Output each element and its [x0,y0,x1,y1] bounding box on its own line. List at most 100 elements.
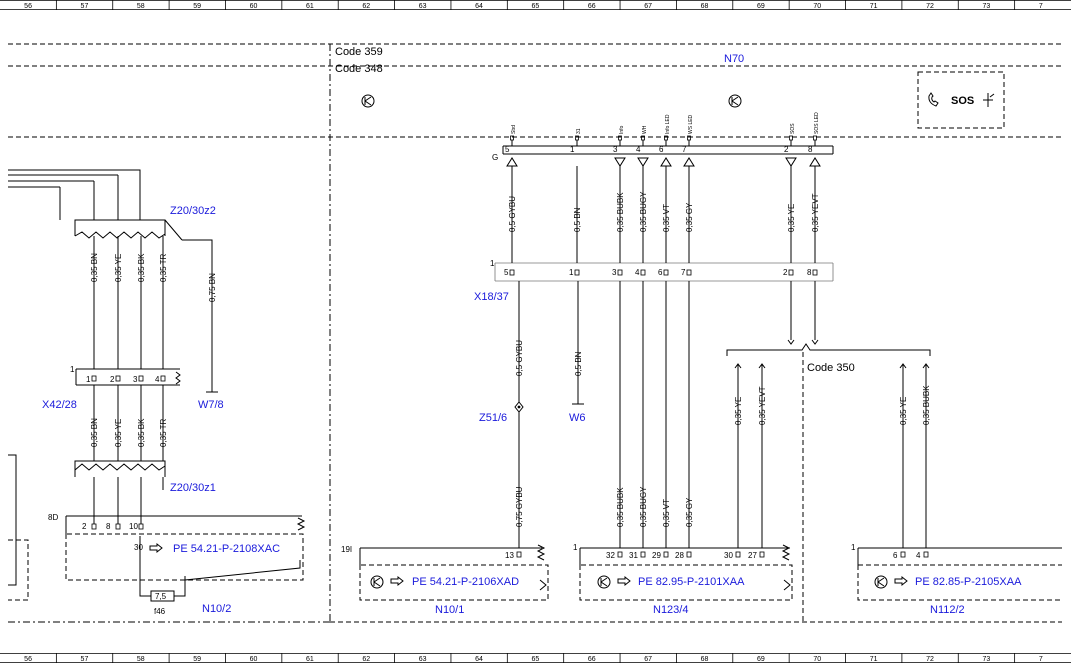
n70-pin-signal: Info [619,125,625,134]
n70-pin-number: 5 [505,145,510,154]
pin-terminal [574,269,580,276]
wire-label: 0,35 TR [159,418,168,447]
wire-label: 0,35 BN [90,418,99,447]
ruler-cell-label: 71 [870,656,878,663]
ruler-cell-label: 67 [644,656,652,663]
ruler-cell-label: 60 [250,3,258,10]
code-359-label: Code 359 [335,46,383,58]
wire-label: 0,35 GY [685,202,694,232]
connector-8d-label: 8D [48,513,58,522]
n123-4-ref: PE 82.95-P-2101XAA [638,576,745,588]
ruler-cell-label: 72 [926,3,934,10]
ruler-cell-label: 69 [757,3,765,10]
n70-label: N70 [724,53,744,65]
n70-pin-number: 8 [808,145,813,154]
n123-4-pin-number: 28 [675,551,684,560]
signal-arrow-up [506,157,518,167]
sos-button-box: SOS [917,71,1005,129]
reference-icon [390,575,404,587]
n123-4-pin-number: 29 [652,551,661,560]
pin-terminal [640,551,646,558]
pin-terminal [812,269,818,276]
ruler-cell-label: 73 [982,3,990,10]
reference-icon [149,542,163,554]
wire-label: 0,35 BUGY [639,191,648,232]
ruler-cell-label: 70 [813,656,821,663]
ruler-cell-label: 65 [532,656,540,663]
n10-2-ref: PE 54.21-P-2108XAC [173,543,280,555]
n10-2-pin-number: 2 [82,522,87,531]
phone-icon [928,92,939,107]
pin-terminal [759,551,765,558]
ruler-cell-label: 56 [24,3,32,10]
wire-label: 0,35 BK [137,418,146,447]
ruler-cell-label: 59 [193,656,201,663]
pin-30-label: 30 [134,543,143,552]
z20-30z1-label: Z20/30z1 [170,482,216,494]
wire-label: 0,5 BN [573,207,582,232]
signal-arrow-up [809,157,821,167]
ruler-cell-label: 61 [306,3,314,10]
n70-pin-signal: Info LED [665,114,671,134]
n70-pin-signal: SOS LED [814,112,820,134]
n123-4-pin-number: 30 [724,551,733,560]
fuse-value: 7,5 [155,592,167,601]
wire-label: 0,5 GYBU [508,196,517,232]
n123-4-label: N123/4 [653,604,688,616]
ruler-cell-label: 64 [475,3,483,10]
f46-label: f46 [154,607,166,616]
ruler-cell-label: 66 [588,3,596,10]
pin-terminal [640,269,646,276]
ruler-cell-label: 71 [870,3,878,10]
wire-label: 0,35 BUBK [616,192,625,232]
led-icon [983,93,995,107]
z51-6-splice: Z51/6 [479,401,524,424]
n123-4-pin-number: 31 [629,551,638,560]
ruler-cell-label: 72 [926,656,934,663]
ruler-cell-label: 58 [137,656,145,663]
ruler-cell-label: 58 [137,3,145,10]
ruler-cell-label: 61 [306,656,314,663]
pin-terminal [617,551,623,558]
z20-30z2-label: Z20/30z2 [170,205,216,217]
wire-label: 0,35 TR [159,253,168,282]
wire-label: 0,35 BUBK [616,487,625,527]
ruler-cell-label: 73 [982,656,990,663]
wire-label: 0,35 YE [114,254,123,282]
wire-label: 0,75 GYBU [515,486,524,527]
ruler-cell-label: 65 [532,3,540,10]
pin-terminal [115,523,121,530]
signal-arrow-up [660,157,672,167]
ruler-cell-label: 7 [1039,3,1043,10]
pin-terminal [160,375,166,382]
n112-2-pin-number: 4 [916,551,921,560]
wire-label: 0,75 BN [208,273,217,302]
n112-2-pin1-mark: 1 [851,543,856,552]
pin-terminal [91,375,97,382]
pin-terminal [788,269,794,276]
n70-pin-number: 1 [570,145,575,154]
n70-pin-signal: WH [642,125,648,134]
transistor-icon [874,575,888,589]
n123-4-pin-number: 27 [748,551,757,560]
x42-28-pin1-mark: 1 [70,365,75,374]
n123-4-pin-number: 32 [606,551,615,560]
w7-8-ground: W7/8 [182,239,224,411]
ruler-cell-label: 66 [588,656,596,663]
pin-terminal [516,551,522,558]
x18-pin-number: 6 [658,268,663,277]
connector-19i-label: 19I [341,545,352,554]
pin-terminal [91,523,97,530]
pin-terminal [138,523,144,530]
wire-label: 0,35 YE [734,397,743,425]
wire-label: 0,35 YE [787,204,796,232]
signal-arrow-down [785,157,797,167]
wire-label: 0,35 BUBK [922,385,931,425]
n10-1-ref: PE 54.21-P-2106XAD [412,576,519,588]
